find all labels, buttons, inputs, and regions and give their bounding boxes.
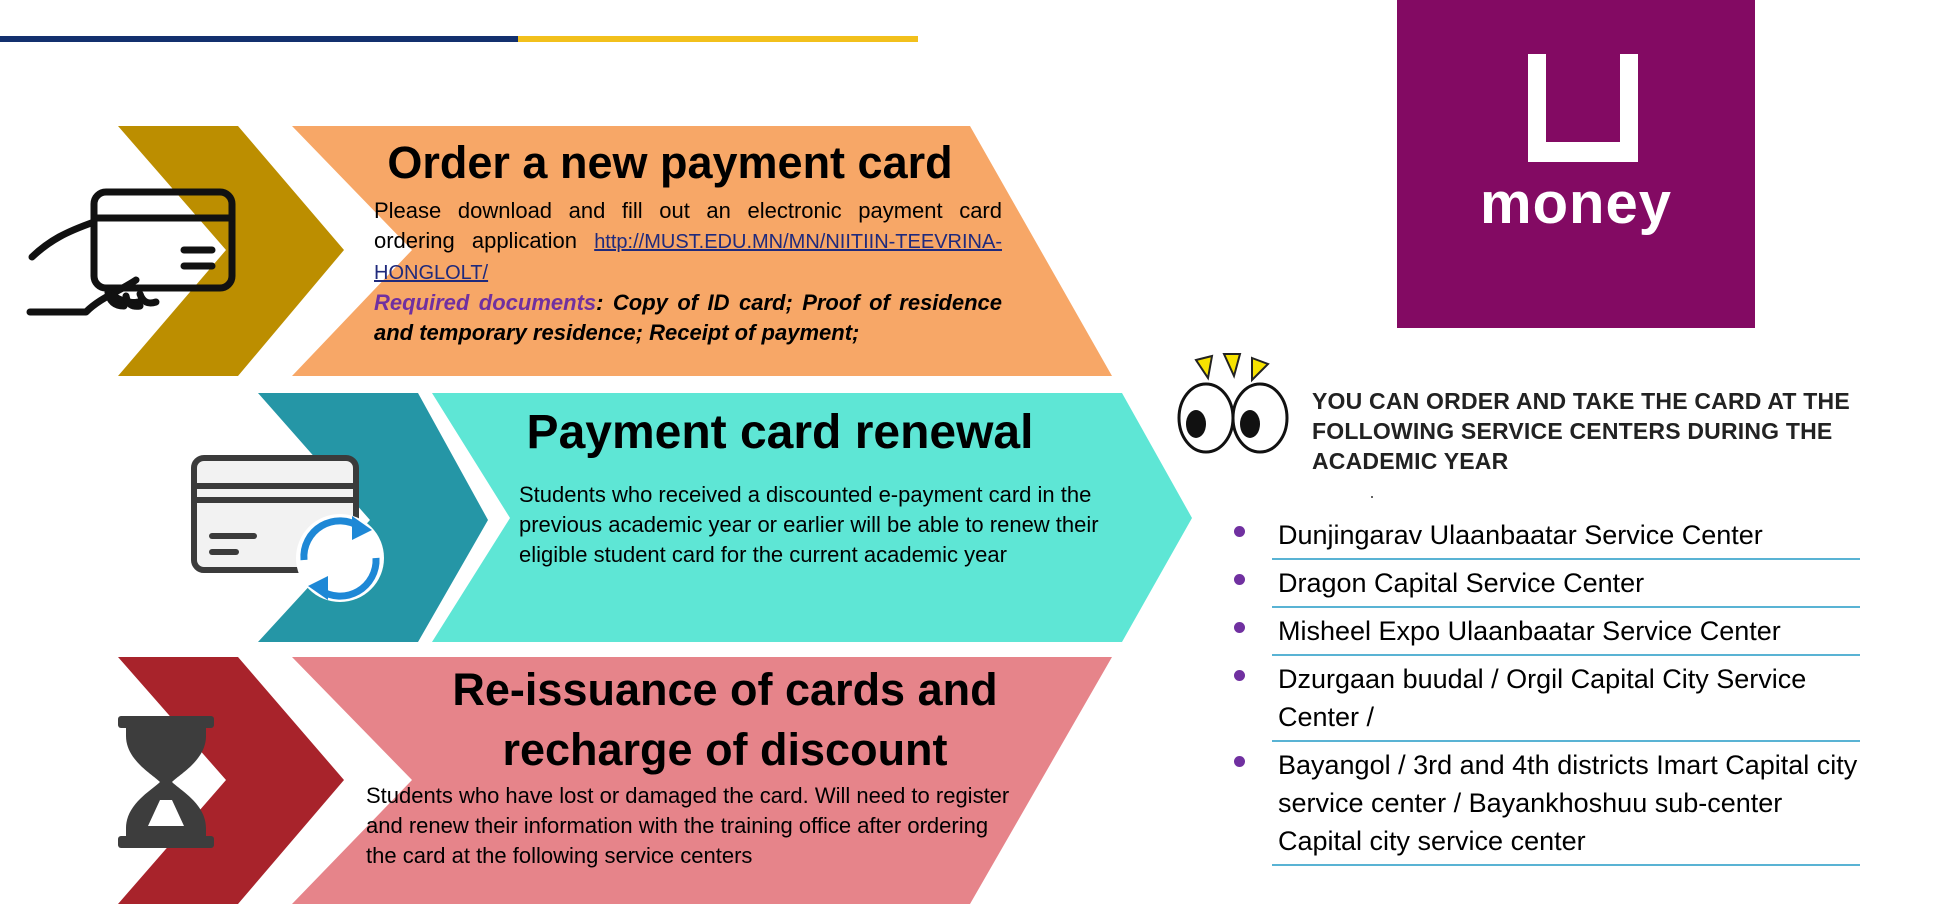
- reissue-body: Students who have lost or damaged the ca…: [366, 783, 1010, 868]
- hand-card-icon: [26, 188, 236, 316]
- bullet-icon: [1234, 756, 1245, 767]
- card-renew-icon: [191, 455, 384, 602]
- bullet-icon: [1234, 526, 1245, 537]
- list-item: Dzurgaan buudal / Orgil Capital City Ser…: [1230, 656, 1860, 742]
- service-center-notice: YOU CAN ORDER AND TAKE THE CARD AT THE F…: [1312, 388, 1850, 474]
- hourglass-icon: [118, 716, 214, 848]
- bullet-icon: [1234, 574, 1245, 585]
- band-renewal: [432, 393, 1192, 642]
- logo-text: money: [1480, 171, 1672, 236]
- list-item: Bayangol / 3rd and 4th districts Imart C…: [1230, 742, 1860, 866]
- order-card-title: Order a new payment card: [387, 137, 953, 188]
- service-center-name: Dunjingarav Ulaanbaatar Service Center: [1278, 520, 1763, 550]
- bullet-icon: [1234, 622, 1245, 633]
- required-documents-list: : Copy of ID card; Proof of residence an…: [374, 290, 1003, 345]
- service-center-name: Misheel Expo Ulaanbaatar Service Center: [1278, 616, 1781, 646]
- renewal-title: Payment card renewal: [526, 406, 1034, 459]
- list-item: Misheel Expo Ulaanbaatar Service Center: [1230, 608, 1860, 656]
- reissue-title-line1: Re-issuance of cards and: [452, 664, 998, 715]
- reissue-title: Re-issuance of cards and recharge of dis…: [380, 660, 1070, 780]
- band-order: [292, 126, 1112, 376]
- umoney-logo: money: [1397, 0, 1755, 328]
- order-card-instructions: Please download and fill out an electron…: [374, 198, 1002, 253]
- bullet-icon: [1234, 670, 1245, 681]
- application-link[interactable]: http://MUST.EDU.MN/MN/NIITIIN-TEEVRINA-H…: [374, 231, 1002, 284]
- renewal-body: Students who received a discounted e-pay…: [519, 482, 1099, 567]
- order-card-body: Please download and fill out an electron…: [374, 196, 1002, 348]
- required-documents-label: Required documents: [374, 290, 597, 315]
- decor-dot: [1371, 496, 1373, 498]
- chevron-reissue: [118, 657, 344, 904]
- list-item: Dragon Capital Service Center: [1230, 560, 1860, 608]
- list-item: Dunjingarav Ulaanbaatar Service Center: [1230, 512, 1860, 560]
- top-bar-blue: [0, 36, 518, 42]
- service-center-name: Dzurgaan buudal / Orgil Capital City Ser…: [1278, 664, 1807, 732]
- reissue-title-line2: recharge of discount: [502, 724, 948, 775]
- service-center-name: Dragon Capital Service Center: [1278, 568, 1645, 598]
- service-center-name: Bayangol / 3rd and 4th districts Imart C…: [1278, 750, 1858, 856]
- service-center-list: Dunjingarav Ulaanbaatar Service Center D…: [1230, 512, 1860, 866]
- band-reissue: [292, 657, 1112, 904]
- top-bar-gold: [518, 36, 918, 42]
- eyes-icon: [1177, 353, 1289, 454]
- u-letter-icon: [1528, 54, 1638, 162]
